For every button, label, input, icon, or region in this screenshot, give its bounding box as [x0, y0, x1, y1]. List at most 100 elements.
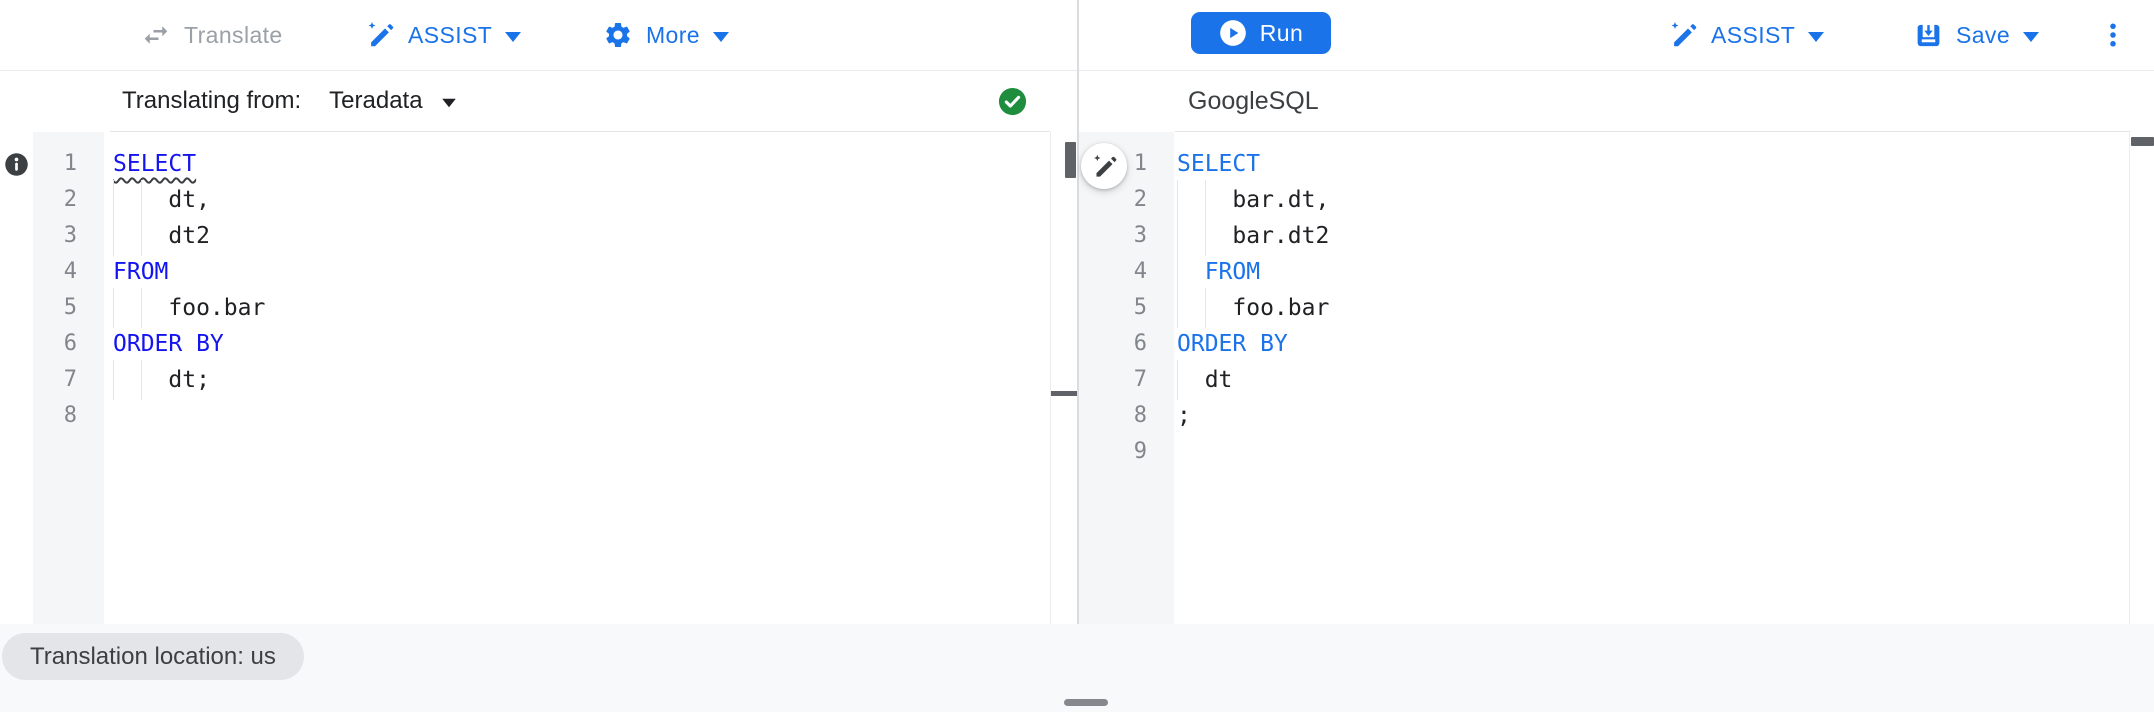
line-number: 1	[63, 151, 77, 176]
header-divider	[1175, 131, 2130, 132]
indent-guide	[140, 216, 142, 256]
line-number: 2	[63, 187, 77, 212]
line-number: 7	[63, 367, 77, 392]
line-number: 3	[63, 223, 77, 248]
line-number-gutter	[1079, 132, 1174, 624]
source-dialect-dropdown[interactable]: Teradata	[329, 87, 456, 115]
code-line-text: foo.bar	[1174, 288, 2126, 328]
indent-guide	[113, 288, 114, 328]
code-line-text: FROM	[113, 259, 169, 285]
indent-guide	[1177, 252, 1178, 292]
scrollbar-track	[2129, 132, 2130, 624]
play-circle-icon	[1219, 19, 1247, 47]
scrollbar-marker	[1051, 391, 1077, 396]
save-dropdown-label: Save	[1956, 21, 2011, 48]
line-number: 4	[63, 259, 77, 284]
assist-dropdown-left[interactable]: ASSIST	[365, 0, 522, 70]
code-line-text: dt;	[104, 360, 1049, 400]
code-line: 4 FROM	[1079, 252, 2126, 292]
chevron-down-icon	[505, 31, 522, 42]
indent-guide	[113, 180, 114, 220]
code-line-text: ORDER BY	[113, 331, 224, 357]
code-line-text: dt2	[104, 216, 1049, 256]
chevron-down-icon	[441, 98, 456, 107]
translation-location-chip: Translation location: us	[2, 633, 304, 680]
code-line: 8;	[1079, 398, 2126, 434]
indent-guide	[113, 216, 114, 256]
line-number: 5	[63, 295, 77, 320]
vertical-scrollbar-thumb[interactable]	[1065, 142, 1076, 178]
scrollbar-track	[1050, 132, 1051, 624]
translate-button[interactable]: Translate	[141, 0, 283, 70]
chevron-down-icon	[2023, 31, 2040, 42]
chevron-down-icon	[713, 31, 730, 42]
code-line: 3 dt2	[0, 216, 1049, 256]
gear-icon	[603, 20, 633, 50]
assist-dropdown-left-label: ASSIST	[408, 21, 493, 48]
line-number: 4	[1133, 259, 1147, 284]
code-line: 5 foo.bar	[1079, 288, 2126, 328]
line-number: 8	[63, 403, 77, 428]
code-line-text: SELECT	[1177, 151, 1261, 177]
indent-guide	[140, 288, 142, 328]
code-line-text: bar.dt2	[1174, 216, 2126, 256]
code-line-text	[1174, 434, 2126, 470]
chevron-down-icon	[1808, 31, 1825, 42]
panel-resize-handle[interactable]	[1064, 699, 1108, 706]
code-line: 9	[1079, 434, 2126, 470]
assist-fab-button[interactable]	[1081, 143, 1127, 189]
code-line: 2 dt,	[0, 180, 1049, 220]
indent-guide	[1177, 360, 1178, 400]
code-line: 5 foo.bar	[0, 288, 1049, 328]
code-line-text: FROM	[1174, 252, 2126, 292]
header-divider	[110, 131, 1050, 132]
code-line-text: ;	[1177, 403, 1191, 429]
code-line-text: SELECT	[113, 151, 197, 177]
code-line-text	[104, 398, 1049, 434]
swap-horizontal-icon	[141, 20, 171, 50]
line-number: 8	[1133, 403, 1147, 428]
code-line: 4 FROM	[0, 254, 1049, 290]
line-number: 9	[1133, 439, 1147, 464]
indent-guide	[113, 360, 114, 400]
code-line: 3 bar.dt2	[1079, 216, 2126, 256]
assist-dropdown-right[interactable]: ASSIST	[1668, 0, 1825, 70]
code-line: 7 dt;	[0, 360, 1049, 400]
line-number: 1	[1133, 151, 1147, 176]
code-line-text: foo.bar	[104, 288, 1049, 328]
translation-location-label: Translation location: us	[30, 642, 276, 670]
assist-dropdown-right-label: ASSIST	[1711, 21, 1796, 48]
code-line: 1 SELECT	[1079, 146, 2126, 182]
code-line-text: bar.dt,	[1174, 180, 2126, 220]
code-line: 7 dt	[1079, 360, 2126, 400]
line-number: 6	[63, 331, 77, 356]
line-number: 7	[1133, 367, 1147, 392]
info-icon[interactable]	[3, 151, 30, 178]
pane-divider[interactable]	[1077, 0, 1079, 624]
source-pane-header: Translating from: Teradata	[0, 71, 1077, 132]
code-line: 2 bar.dt,	[1079, 180, 2126, 220]
magic-pen-icon	[1668, 20, 1698, 50]
code-line: 6 ORDER BY	[0, 326, 1049, 362]
indent-guide	[1177, 180, 1178, 220]
translate-button-label: Translate	[184, 21, 283, 48]
translating-from-label: Translating from:	[122, 87, 302, 114]
kebab-menu-icon	[2098, 20, 2128, 50]
source-dialect-value: Teradata	[329, 87, 423, 114]
vertical-scrollbar-thumb[interactable]	[2131, 137, 2154, 146]
save-dropdown[interactable]: Save	[1914, 0, 2040, 70]
check-circle-icon	[997, 86, 1028, 117]
more-dropdown[interactable]: More	[603, 0, 730, 70]
indent-guide	[1204, 216, 1206, 256]
run-button[interactable]: Run	[1191, 12, 1331, 54]
indent-guide	[1204, 180, 1206, 220]
magic-pen-icon	[1091, 153, 1118, 180]
overflow-menu-button[interactable]	[2092, 0, 2134, 70]
code-line-text: ORDER BY	[1177, 331, 1288, 357]
save-download-icon	[1914, 21, 1943, 50]
